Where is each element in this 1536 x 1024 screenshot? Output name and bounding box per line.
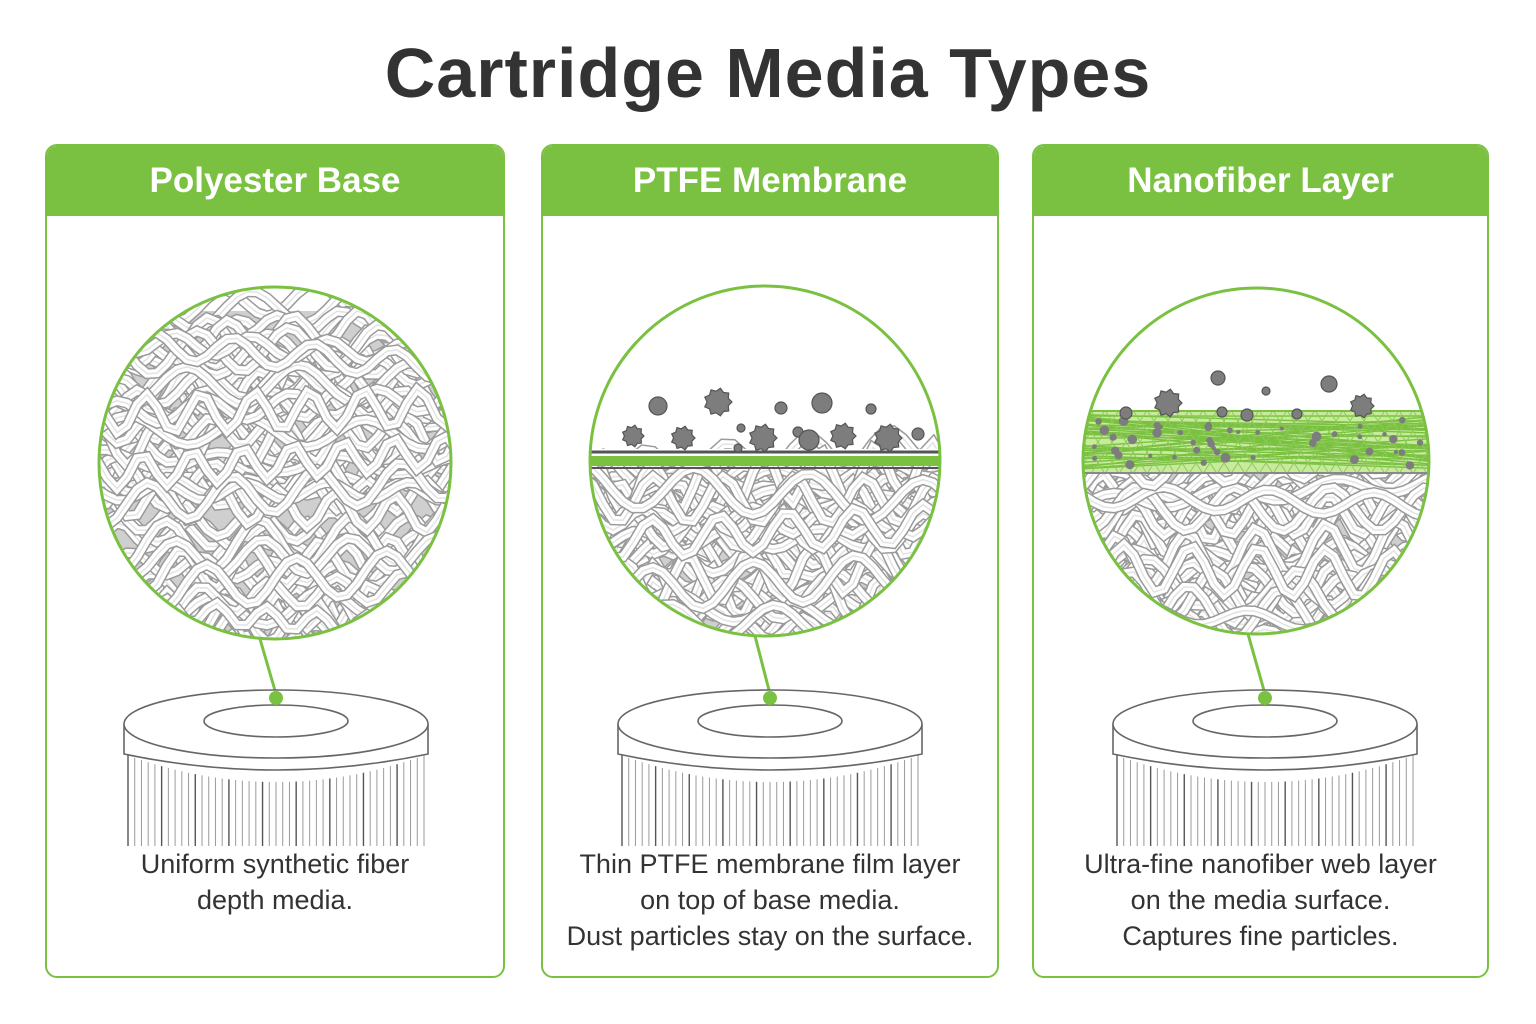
callout-line [753, 635, 772, 695]
panel-caption: Ultra-fine nanofiber web layer on the me… [1034, 846, 1487, 954]
fiber-web [1083, 434, 1429, 634]
nanofiber-mesh [1083, 410, 1429, 474]
caption-line: depth media. [196, 885, 354, 915]
panel-header: PTFE Membrane [543, 146, 997, 216]
magnified-membrane-view [588, 284, 942, 638]
caption-line: Captures fine particles. [1122, 921, 1399, 951]
panel-ptfe-membrane: PTFE Membrane Thin PTFE membrane film la… [541, 144, 999, 978]
page-title: Cartridge Media Types [384, 34, 1152, 112]
panel-nanofiber-layer: Nanofiber Layer Ultra-fine nanofiber web… [1032, 144, 1489, 978]
panel-header: Polyester Base [47, 146, 503, 216]
caption-line: Thin PTFE membrane film layer [579, 849, 961, 879]
magnified-nanofiber-view [1081, 286, 1431, 636]
nanofiber-media-illustration [1081, 286, 1431, 846]
cartridge-filter-icon [1112, 689, 1418, 846]
caption-line: on the media surface. [1130, 885, 1391, 915]
panel-caption: Uniform synthetic fiber depth media. [47, 846, 503, 918]
callout-line [258, 638, 278, 695]
polyester-media-illustration [97, 285, 453, 846]
caption-line: Dust particles stay on the surface. [566, 921, 974, 951]
caption-line: Uniform synthetic fiber [140, 849, 410, 879]
magnified-fiber-view [97, 285, 453, 641]
fiber-web [99, 287, 451, 639]
dust-particles [621, 387, 925, 453]
dust-particles [1119, 370, 1375, 422]
caption-line: on top of base media. [640, 885, 900, 915]
cartridge-filter-icon [123, 689, 429, 846]
callout-line [1246, 633, 1267, 695]
caption-line: Ultra-fine nanofiber web layer [1084, 849, 1437, 879]
panel-caption: Thin PTFE membrane film layer on top of … [543, 846, 997, 954]
cartridge-filter-icon [617, 689, 923, 846]
ptfe-media-illustration [588, 284, 942, 846]
panel-polyester-base: Polyester Base Uniform synthetic fiber d… [45, 144, 505, 978]
panel-header: Nanofiber Layer [1034, 146, 1487, 216]
